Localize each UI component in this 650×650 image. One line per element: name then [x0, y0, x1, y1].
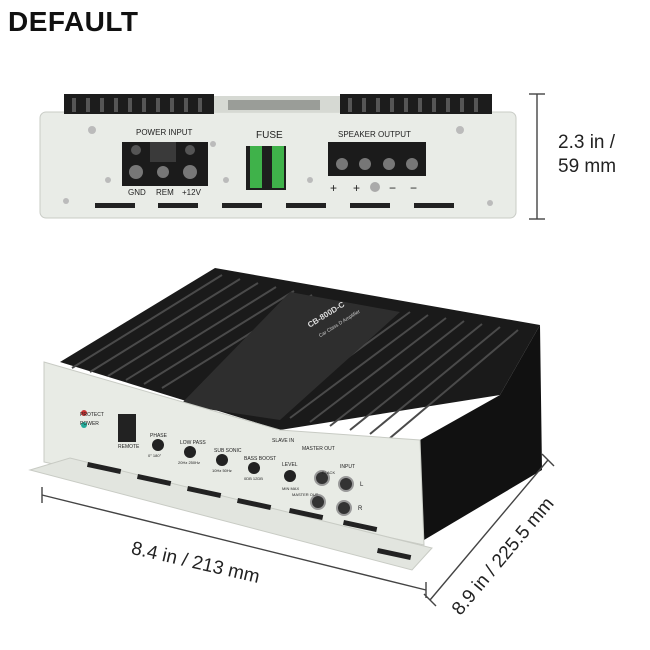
input-label: INPUT [340, 464, 355, 470]
front-panel-view [39, 94, 517, 219]
page-title: DEFAULT [8, 6, 139, 37]
height-dimension-line [529, 93, 545, 220]
left-channel-label: L [360, 482, 364, 488]
level-label: LEVEL [282, 462, 298, 468]
master-out-jack-label: MASTER OUT [292, 492, 319, 497]
bass-boost-label: BASS BOOST [244, 456, 277, 462]
low-pass-label: LOW PASS [180, 440, 206, 446]
sub-sonic-values: 10Hz 50Hz [212, 468, 232, 473]
slave-in-label: SLAVE IN [272, 438, 295, 444]
right-channel-label: R [358, 506, 363, 512]
polarity-minus-2: − [410, 181, 418, 195]
black-label: BLACK [322, 470, 336, 475]
power-label: POWER [80, 421, 99, 427]
polarity-plus-2: + [353, 181, 361, 195]
height-dimension-line2: 59 mm [558, 156, 617, 177]
height-dimension-line1: 2.3 in / [558, 132, 616, 153]
speaker-output-label: SPEAKER OUTPUT [338, 130, 411, 139]
fuse-label: FUSE [256, 130, 283, 141]
level-values: MIN MAX [282, 486, 300, 491]
terminal-gnd-label: GND [128, 188, 146, 197]
polarity-minus-1: − [389, 181, 397, 195]
polarity-plus-1: + [330, 181, 338, 195]
terminal-12v-label: +12V [182, 188, 201, 197]
remote-label: REMOTE [118, 444, 140, 450]
sub-sonic-label: SUB SONIC [214, 448, 242, 454]
phase-label: PHASE [150, 433, 167, 439]
amplifier-3d-view [28, 268, 542, 571]
phase-values: 0° 180° [148, 453, 162, 458]
low-pass-values: 20Hz 250Hz [178, 460, 201, 465]
bass-boost-values: 0DB 12DB [244, 476, 263, 481]
depth-dimension-line [423, 453, 555, 607]
master-out-label: MASTER OUT [302, 446, 335, 452]
terminal-rem-label: REM [156, 188, 174, 197]
protect-label: PROTECT [80, 412, 104, 418]
power-input-label: POWER INPUT [136, 128, 193, 137]
